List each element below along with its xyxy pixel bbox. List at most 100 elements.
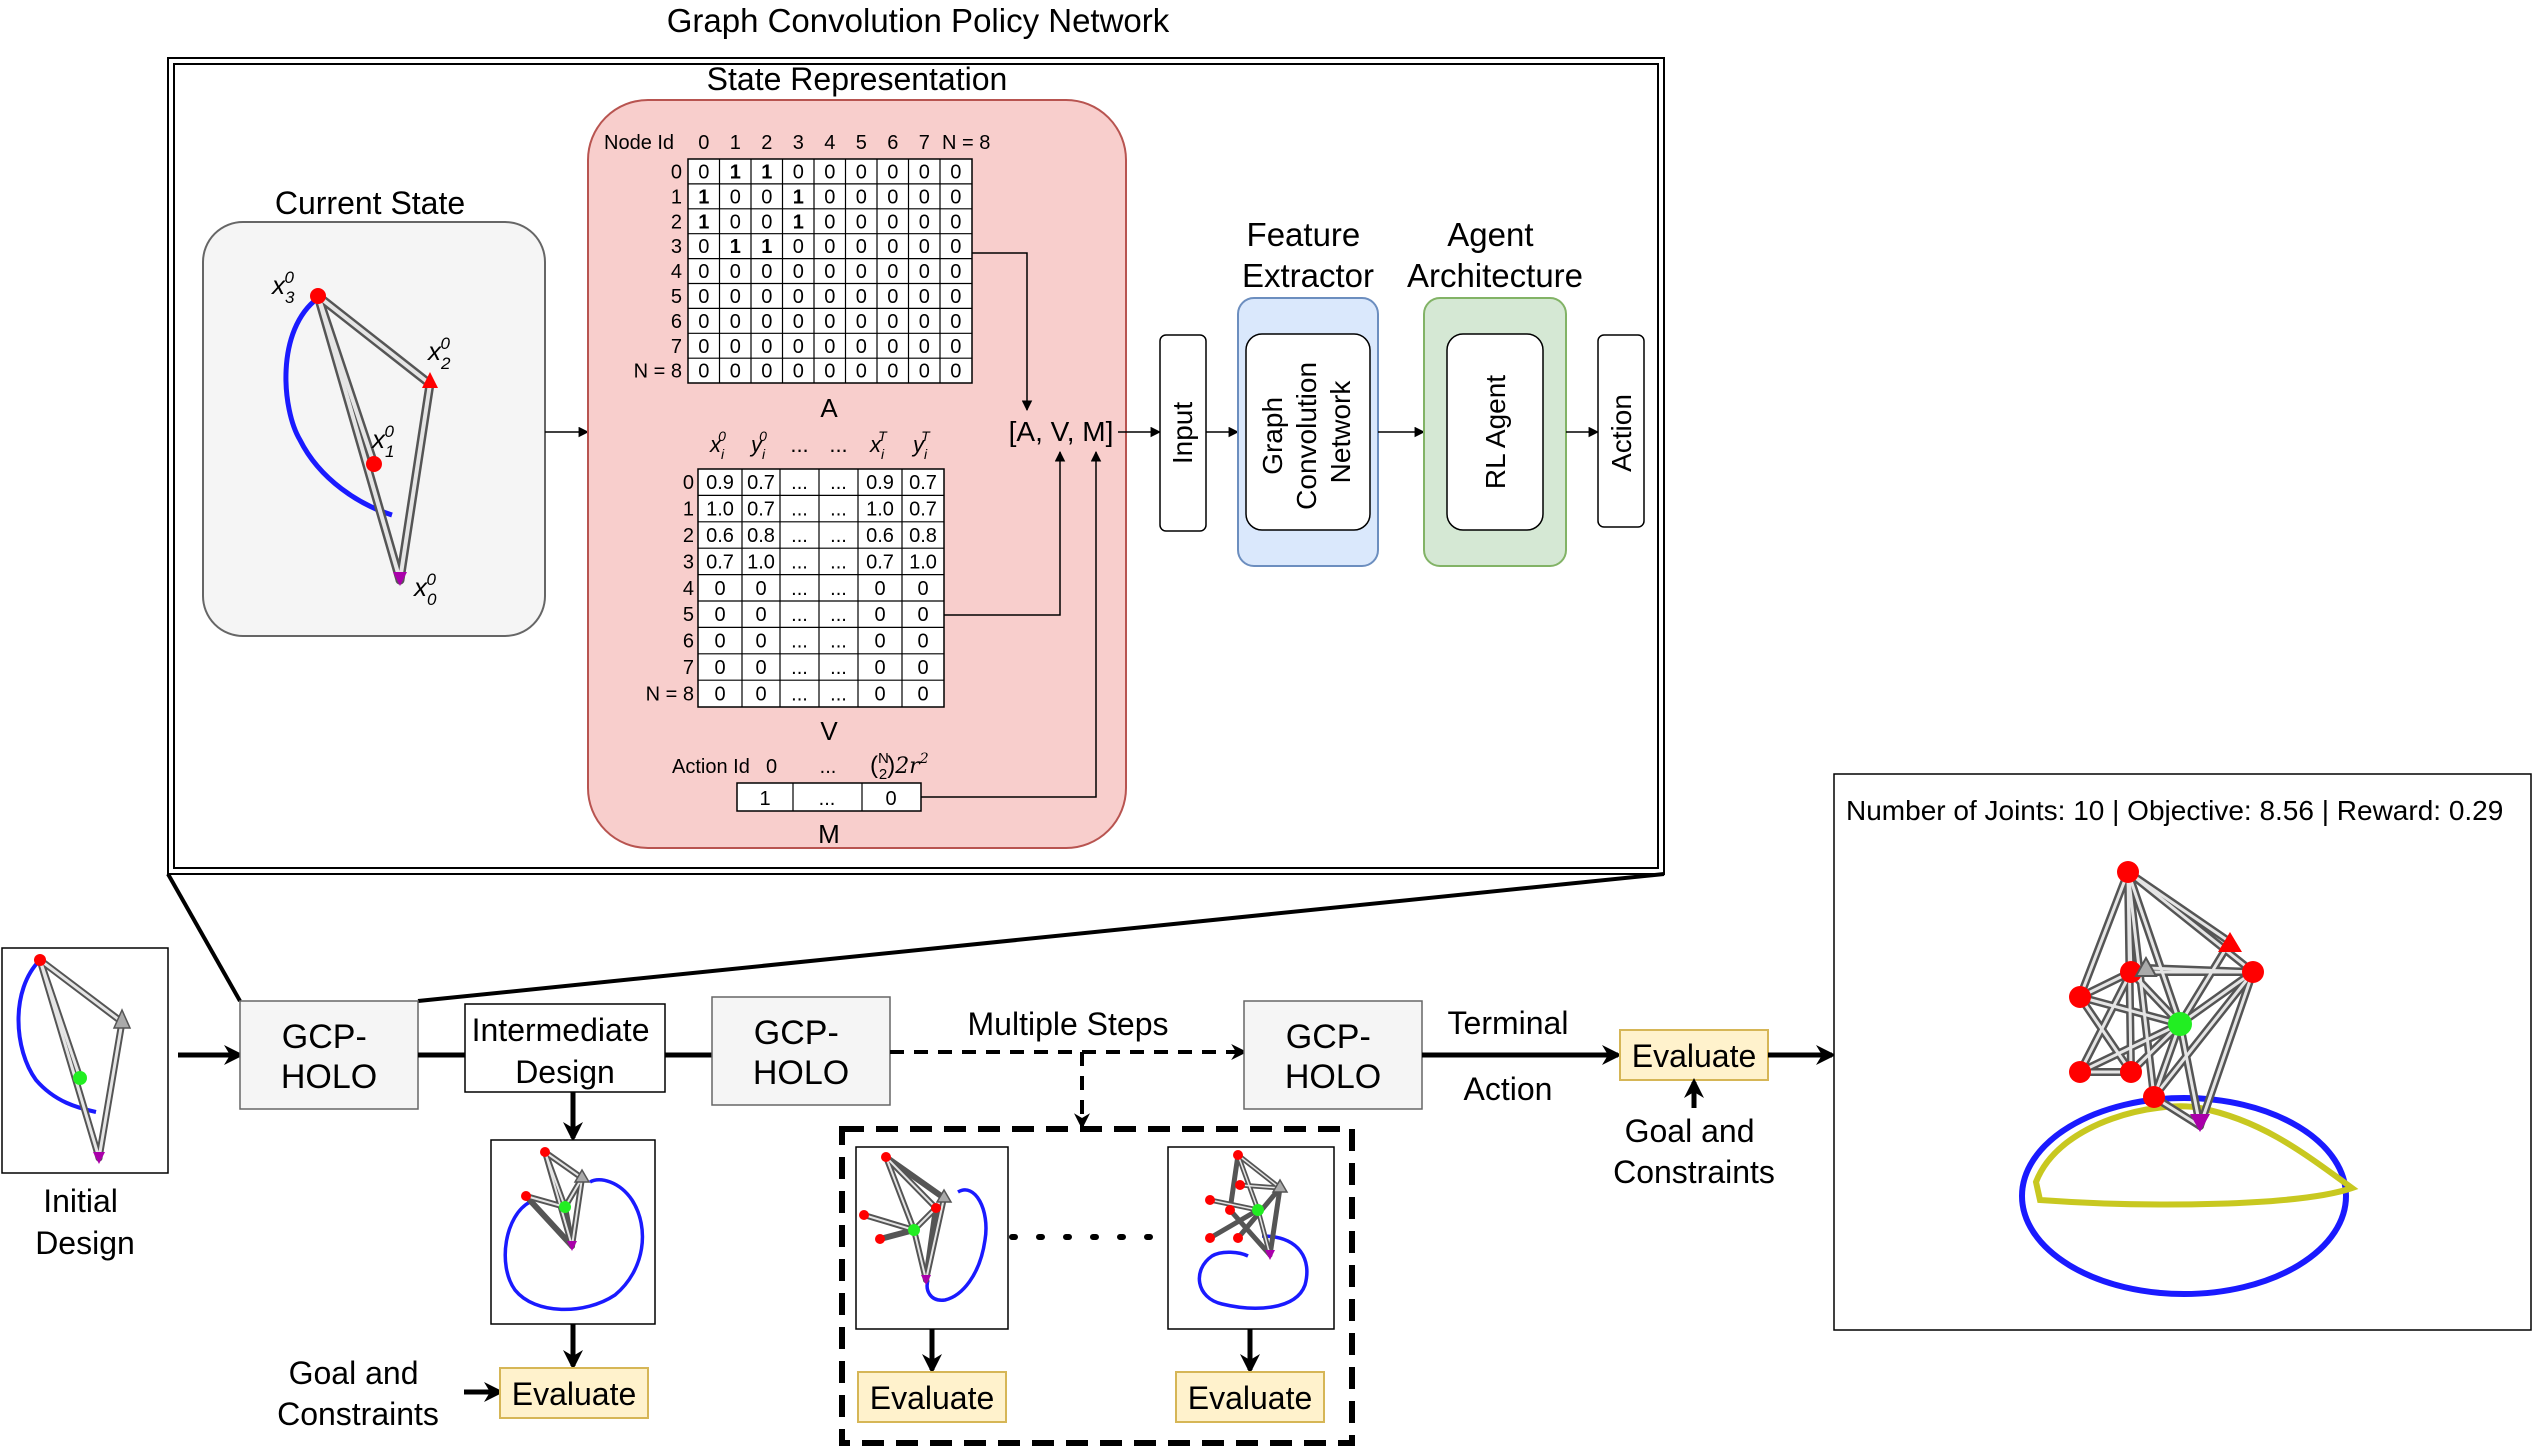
joint [559, 1201, 571, 1213]
feature-row-header: 7 [683, 657, 694, 679]
result-link [2078, 995, 2182, 1026]
adjacency-col-header: 7 [919, 132, 930, 154]
joint [93, 1152, 105, 1164]
adjacency-cell: 0 [761, 311, 772, 333]
feature-cell: 0.8 [909, 525, 937, 547]
adjacency-cell: 0 [824, 361, 835, 383]
gcn-label: Graph Convolution Network [1257, 354, 1356, 510]
terminal-label: Terminal [1448, 1005, 1569, 1041]
adjacency-cell: 0 [824, 211, 835, 233]
adjacency-cell: 0 [730, 286, 741, 308]
feature-col-header: ... [790, 432, 808, 457]
adjacency-cell: 0 [824, 161, 835, 183]
joint [1205, 1195, 1215, 1205]
adjacency-cell: 0 [793, 261, 804, 283]
adjacency-cell: 0 [761, 186, 772, 208]
feature-cell: 0.6 [706, 525, 734, 547]
mask-binomial-n: N [878, 750, 889, 767]
connector-a [972, 252, 1033, 412]
adjacency-row-header: 2 [671, 211, 682, 233]
result-link [2126, 870, 2232, 944]
adjacency-cell: 0 [698, 311, 709, 333]
joint [1233, 1233, 1243, 1243]
connector-m [921, 450, 1102, 798]
joint [112, 1008, 132, 1029]
feature-grid-frame [697, 468, 945, 708]
gcp-holo-label: GCP- HOLO [753, 1014, 849, 1092]
feature-cell: 0 [755, 604, 766, 626]
intermediate-design-box [464, 1003, 666, 1093]
feature-row-header: 2 [683, 525, 694, 547]
feature-cell: 0 [874, 604, 885, 626]
feature-cell: 0 [714, 578, 725, 600]
adjacency-cell: 0 [730, 261, 741, 283]
feature-cell: 0 [917, 683, 928, 705]
adjacency-row-header: 1 [671, 186, 682, 208]
adjacency-cell: 1 [793, 186, 804, 208]
joint [567, 1241, 577, 1251]
intermediate-thumbnail-graph [503, 1147, 645, 1312]
adjacency-row-header: 4 [671, 261, 682, 283]
joint [921, 1275, 931, 1285]
feature-cell: 0 [874, 631, 885, 653]
mask-cell: ... [819, 788, 836, 810]
adjacency-cell: 0 [698, 236, 709, 258]
zoom-line-right [417, 872, 1665, 1003]
feature-cell: ... [830, 604, 847, 626]
evaluate-box [499, 1367, 649, 1419]
joint [1225, 1205, 1235, 1215]
mask-factor: 2r [894, 754, 921, 779]
adjacency-cell: 0 [919, 261, 930, 283]
feature-cell: 0.9 [866, 472, 894, 494]
feature-cell: 1.0 [866, 499, 894, 521]
adjacency-cell: 0 [919, 236, 930, 258]
node-label-x2: x20 [426, 334, 451, 373]
feature-cell: 0 [714, 683, 725, 705]
adjacency-cell: 0 [698, 336, 709, 358]
adjacency-cell: 0 [887, 161, 898, 183]
adjacency-cell: 0 [950, 236, 961, 258]
result-curve-blue [2019, 1095, 2349, 1297]
mask-name: M [818, 819, 840, 849]
rl-agent-box [1446, 333, 1544, 531]
adjacency-col-header: 4 [824, 132, 835, 154]
adjacency-cell: 0 [919, 286, 930, 308]
joint [573, 1168, 591, 1183]
feature-row-header: 0 [683, 472, 694, 494]
feature-cell: 0 [755, 683, 766, 705]
step-thumbnail-curve [1197, 1234, 1309, 1310]
adjacency-cell: 1 [698, 186, 709, 208]
feature-col-header: xi0 [709, 428, 726, 462]
current-state-graph [283, 288, 438, 586]
feature-cell: 0 [874, 657, 885, 679]
adjacency-cell: 0 [761, 336, 772, 358]
adjacency-cell: 0 [856, 286, 867, 308]
adjacency-cell: 0 [793, 361, 804, 383]
adjacency-cell: 0 [887, 261, 898, 283]
feature-cell: 0.8 [747, 525, 775, 547]
adjacency-cell: 0 [856, 186, 867, 208]
feature-row-header: 3 [683, 551, 694, 573]
feature-cell: ... [791, 551, 808, 573]
joint [881, 1152, 891, 1162]
current-state-curve [283, 295, 393, 518]
adjacency-cell: 0 [730, 186, 741, 208]
adjacency-cell: 0 [698, 361, 709, 383]
feature-row-header: 4 [683, 578, 694, 600]
mask-binomial-open: ( [870, 752, 878, 779]
goal-constraints-label: Goal and Constraints [1613, 1113, 1775, 1190]
agent-architecture-title: Agent Architecture [1407, 216, 1583, 294]
evaluate-box [1175, 1371, 1325, 1423]
adjacency-col-header: 3 [793, 132, 804, 154]
feature-cell: 0 [917, 657, 928, 679]
feature-cell: 0.7 [747, 472, 775, 494]
adjacency-cell: 0 [793, 161, 804, 183]
adjacency-grid-frame [687, 158, 973, 384]
feature-cell: 0 [917, 604, 928, 626]
feature-cell: 0 [917, 631, 928, 653]
adjacency-cell: 0 [887, 186, 898, 208]
adjacency-col-header: 5 [856, 132, 867, 154]
joint [931, 1203, 941, 1213]
